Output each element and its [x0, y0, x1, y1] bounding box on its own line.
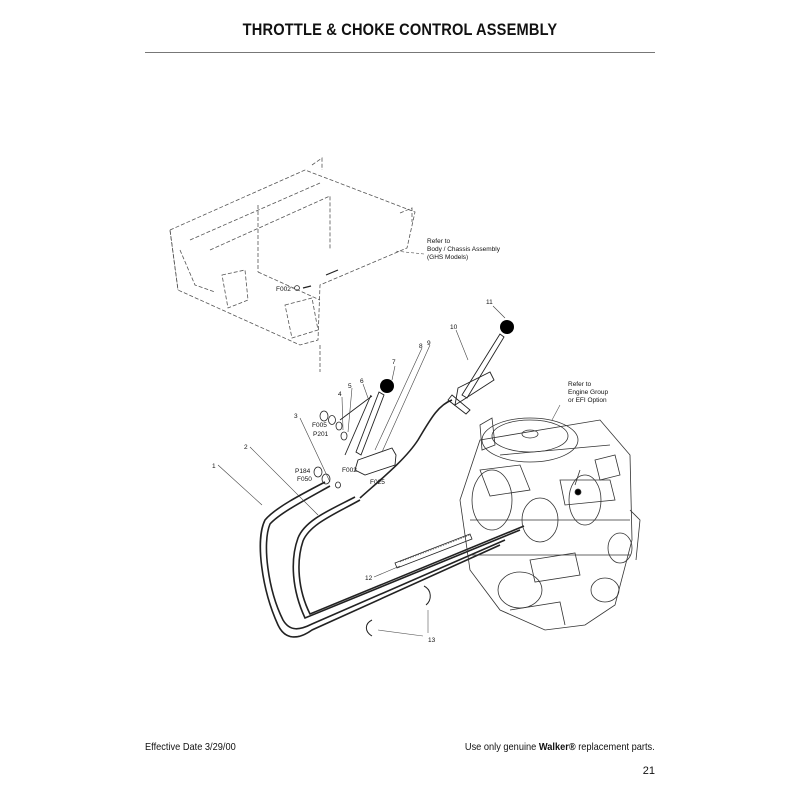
cable-2	[292, 496, 525, 620]
leader-body-note	[394, 250, 425, 255]
callout-13: 13	[428, 637, 436, 644]
callout-f002-bracket: F002	[342, 467, 357, 474]
note-engine-line1: Refer to	[568, 381, 592, 388]
callout-f002-body: F002	[276, 286, 291, 293]
genuine-parts-notice: Use only genuine Walker® replacement par…	[465, 741, 655, 753]
callout-p184: P184	[295, 468, 311, 475]
callout-1: 1	[212, 463, 216, 470]
brand-name: Walker	[539, 741, 570, 753]
callout-7: 7	[392, 359, 396, 366]
notice-suffix: replacement parts.	[575, 741, 655, 753]
callout-5: 5	[348, 383, 352, 390]
note-engine-line3: or EFI Option	[568, 397, 607, 404]
cable-clamp-lower	[365, 619, 373, 637]
note-body-line3: (GHS Models)	[427, 254, 468, 261]
slot-mark	[325, 269, 339, 276]
page-title: THROTTLE & CHOKE CONTROL ASSEMBLY	[242, 20, 558, 39]
callout-9: 9	[427, 340, 431, 347]
note-body-line1: Refer to	[427, 238, 451, 245]
notice-prefix: Use only genuine	[465, 741, 540, 753]
engine-phantom	[459, 417, 641, 631]
throttle-lever	[344, 391, 385, 456]
callout-2: 2	[244, 444, 248, 451]
leader-engine-note	[551, 404, 561, 421]
callout-12: 12	[365, 575, 373, 582]
callout-leaders	[217, 287, 506, 578]
washers-hardware	[313, 410, 348, 489]
registered-mark: ®	[569, 741, 576, 753]
callout-4: 4	[338, 391, 342, 398]
throttle-knob	[380, 379, 394, 393]
callout-p201: P201	[313, 431, 329, 438]
cable-sleeve	[394, 533, 473, 569]
callout-f005: F005	[312, 422, 327, 429]
callout-8: 8	[419, 343, 423, 350]
callout-11: 11	[486, 299, 493, 306]
note-body-line2: Body / Chassis Assembly	[427, 246, 501, 253]
choke-knob	[500, 320, 514, 334]
header-rule	[145, 52, 655, 53]
choke-cable-upper	[359, 399, 453, 499]
lever-bracket	[339, 395, 397, 476]
cable-1	[259, 481, 506, 638]
callout-3: 3	[294, 413, 298, 420]
slot-mark	[302, 285, 312, 289]
page-number: 21	[642, 765, 655, 777]
effective-date: Effective Date 3/29/00	[145, 741, 236, 753]
callout-10: 10	[450, 324, 458, 331]
callout-6: 6	[360, 378, 364, 385]
cable-clamp-upper	[423, 585, 431, 606]
leader-13a	[377, 629, 424, 637]
callout-f025: F025	[370, 479, 385, 486]
sleeve-texture	[399, 534, 471, 563]
body-chassis-phantom	[169, 157, 416, 372]
choke-lever	[447, 333, 505, 415]
callout-f050: F050	[297, 476, 312, 483]
note-engine-line2: Engine Group	[568, 389, 608, 396]
